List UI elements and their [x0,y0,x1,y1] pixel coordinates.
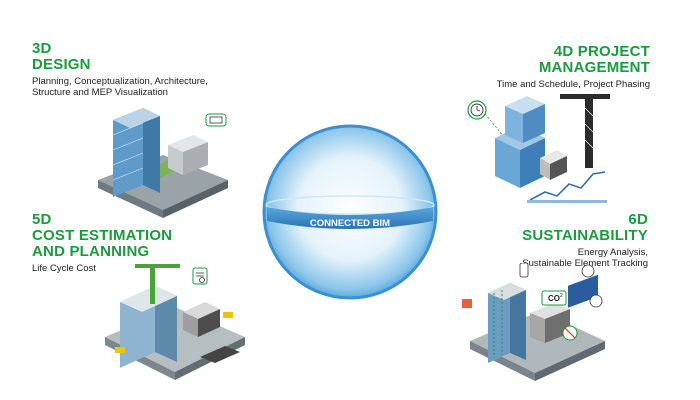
design-3d-title-2: DESIGN [32,56,91,73]
cost-5d-construction-illustration [105,264,245,380]
cost-5d-section: 5D COST ESTIMATION AND PLANNING Life Cyc… [32,211,292,275]
schedule-graph [529,171,606,201]
pm-4d-construction-illustration [467,94,610,203]
green-crane [150,264,155,304]
cost-5d-desc-1: Life Cycle Cost [32,263,96,274]
tower-crane [585,98,593,168]
thermometer-icon [519,263,529,278]
co2-label: CO [548,294,560,303]
design-3d-section: 3D DESIGN Planning, Conceptualization, A… [32,40,292,99]
tower-front [113,108,143,197]
sust-6d-building-illustration: CO 2 [462,263,605,381]
design-3d-building-illustration [98,108,228,218]
fan-icon [589,294,603,308]
cost-5d-title-3: AND PLANNING [32,243,150,260]
sust-6d-desc-2: Sustainable Element Tracking [522,258,648,269]
design-3d-title-1: 3D [32,40,52,57]
pm-4d-title-2: MANAGEMENT [538,59,650,76]
cost-5d-title-2: COST ESTIMATION [32,227,173,244]
pm-4d-title-1: 4D PROJECT [553,43,650,60]
sust-6d-section: 6D SUSTAINABILITY Energy Analysis, Susta… [388,211,648,270]
warning-icon [462,299,472,308]
co2-subscript: 2 [560,293,563,299]
pm-4d-desc-1: Time and Schedule, Project Phasing [496,79,650,90]
design-3d-desc-1: Planning, Conceptualization, Architectur… [32,76,208,87]
sust-6d-desc-1: Energy Analysis, [577,247,648,258]
cost-5d-title-1: 5D [32,211,52,228]
biohazard-icon [581,264,595,278]
connected-bim-label: CONNECTED BIM [310,218,390,229]
bim-band [267,207,433,229]
sust-6d-title-1: 6D [628,211,648,228]
sust-6d-title-2: SUSTAINABILITY [522,227,648,244]
pm-4d-section: 4D PROJECT MANAGEMENT Time and Schedule,… [390,43,650,91]
connected-bim-sphere: CONNECTED BIM [262,124,438,300]
design-3d-desc-2: Structure and MEP Visualization [32,87,168,98]
co2-icon [541,290,567,306]
